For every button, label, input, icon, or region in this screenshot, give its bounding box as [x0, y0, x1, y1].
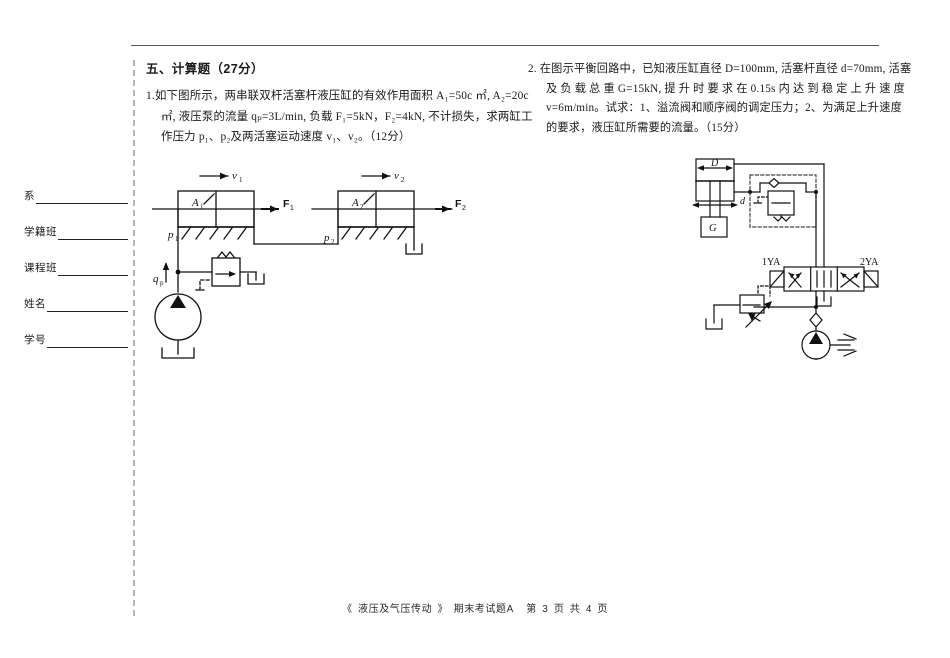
figure-question-2: D d G [688, 155, 913, 360]
svg-text:2: 2 [331, 238, 335, 246]
tank-symbol-pump [161, 347, 195, 359]
check-valve-symbol [768, 177, 780, 189]
label-d: d [740, 196, 746, 207]
question-1-line-3: 作压力 p₁、p₂及两活塞运动速度 v₁、v₂。（12分） [161, 131, 411, 143]
sequence-valve-spring [773, 216, 791, 222]
label-G: G [709, 223, 717, 234]
label-A1: A [191, 197, 199, 209]
svg-text:p: p [160, 279, 164, 287]
label-v1: v [232, 170, 237, 182]
margin-field-blank[interactable] [47, 346, 128, 348]
margin-field-class[interactable]: 学籍班 [24, 204, 128, 240]
relief-valve-pilot-2 [757, 285, 771, 297]
student-info-fields: 系 学籍班 课程班 姓名 学号 [24, 168, 128, 348]
right-column: 2. 在图示平衡回路中，已知液压缸直径 D=100mm, 活塞杆直径 d=70m… [528, 60, 928, 138]
margin-field-name[interactable]: 姓名 [24, 276, 128, 312]
load-block [700, 216, 728, 238]
page-footer: 《 液压及气压传动 》 期末考试题A 第 3 页 共 4 页 [0, 600, 950, 615]
pump-flow-triangle-2 [809, 332, 823, 344]
margin-field-label: 姓名 [24, 298, 46, 310]
question-1-line-1: 1.如下图所示，两串联双杆活塞杆液压缸的有效作用面积 A₁=50c ㎡, A₂=… [146, 90, 529, 102]
junction-dot-valve-out [814, 190, 818, 194]
question-1-line-2: ㎡, 液压泵的流量 qₚ=3L/min, 负载 F₁=5kN，F₂=4kN, 不… [161, 110, 533, 123]
relief-valve-pilot-line [199, 279, 211, 291]
footer-total-unit: 页 [597, 604, 608, 615]
tank-symbol-relief-2 [705, 318, 723, 330]
margin-field-course-class[interactable]: 课程班 [24, 240, 128, 276]
margin-field-blank[interactable] [36, 202, 128, 204]
footer-page-unit: 页 [553, 604, 565, 615]
cylinder-2-area-leader [363, 193, 375, 205]
pump-check-valve [809, 312, 823, 328]
tank-symbol-relief [247, 273, 265, 285]
label-p2: p [323, 232, 330, 244]
label-F1: F [283, 198, 290, 210]
margin-field-label: 系 [24, 190, 35, 202]
tank-symbol-cyl2 [405, 243, 423, 255]
margin-field-label: 课程班 [24, 262, 57, 274]
section-heading: 五、计算题（27分） [146, 62, 264, 76]
header-rule [131, 45, 879, 46]
footer-total-prefix: 共 [569, 604, 581, 615]
footer-bracket-open: 《 [342, 604, 353, 615]
question-2-text: 2. 在图示平衡回路中，已知液压缸直径 D=100mm, 活塞杆直径 d=70m… [528, 60, 928, 138]
margin-field-blank[interactable] [58, 238, 128, 240]
directional-control-valve [769, 266, 879, 292]
svg-text:2: 2 [401, 176, 405, 184]
svg-text:1: 1 [200, 203, 204, 211]
svg-text:1: 1 [290, 205, 294, 212]
margin-field-student-id[interactable]: 学号 [24, 312, 128, 348]
pump-flow-triangle [170, 295, 186, 308]
margin-field-blank[interactable] [58, 274, 128, 276]
footer-bracket-close: 》 [437, 604, 449, 615]
footer-exam-name: 期末考试题A [453, 604, 514, 615]
label-2YA: 2YA [860, 257, 879, 268]
relief-valve-body [211, 257, 241, 287]
svg-text:1: 1 [239, 176, 243, 184]
margin-field-blank[interactable] [47, 310, 128, 312]
tank-symbol-valve [816, 296, 832, 307]
label-qp: q [153, 273, 159, 285]
margin-field-label: 学籍班 [24, 226, 57, 238]
fold-dashed-line [133, 60, 135, 616]
cylinder-1-area-leader [203, 193, 215, 205]
sequence-valve-pilot-line [757, 196, 768, 204]
relief-valve-adjust-arrow [745, 302, 771, 328]
label-A2: A [351, 197, 359, 209]
margin-field-department[interactable]: 系 [24, 168, 128, 204]
footer-total-pages: 4 [585, 604, 592, 615]
question-2-line-3: v=6m/min。试求：1、溢流阀和顺序阀的调定压力；2、为满足上升速度 [546, 102, 902, 114]
footer-page-prefix: 第 [526, 604, 537, 615]
question-2-line-4: 的要求，液压缸所需要的流量。（15分） [546, 121, 746, 134]
question-1-text: 1.如下图所示，两串联双杆活塞杆液压缸的有效作用面积 A₁=50c ㎡, A₂=… [146, 86, 533, 148]
label-D: D [710, 158, 719, 169]
footer-page-number: 3 [542, 604, 549, 615]
relief-valve-spring [217, 250, 235, 259]
label-p1: p [167, 229, 174, 241]
question-2-line-2: 及 负 载 总 重 G=15kN, 提 升 时 要 求 在 0.15s 内 达 … [546, 82, 906, 95]
relief-valve-body-2 [739, 294, 765, 314]
footer-course-name: 液压及气压传动 [358, 604, 433, 615]
label-F2: F [455, 198, 462, 210]
svg-text:1: 1 [175, 235, 179, 243]
svg-text:2: 2 [360, 203, 364, 211]
figure-question-1: A 1 v 1 F 1 A 2 v 2 F 2 p 1 p 2 q p [152, 162, 492, 367]
cylinder-body [695, 158, 735, 202]
margin-field-label: 学号 [24, 334, 46, 346]
label-1YA: 1YA [762, 257, 781, 268]
label-v2: v [394, 170, 399, 182]
svg-text:2: 2 [462, 205, 466, 212]
question-2-line-1: 2. 在图示平衡回路中，已知液压缸直径 D=100mm, 活塞杆直径 d=70m… [528, 63, 912, 75]
left-column: 五、计算题（27分） 1.如下图所示，两串联双杆活塞杆液压缸的有效作用面积 A₁… [146, 58, 533, 148]
